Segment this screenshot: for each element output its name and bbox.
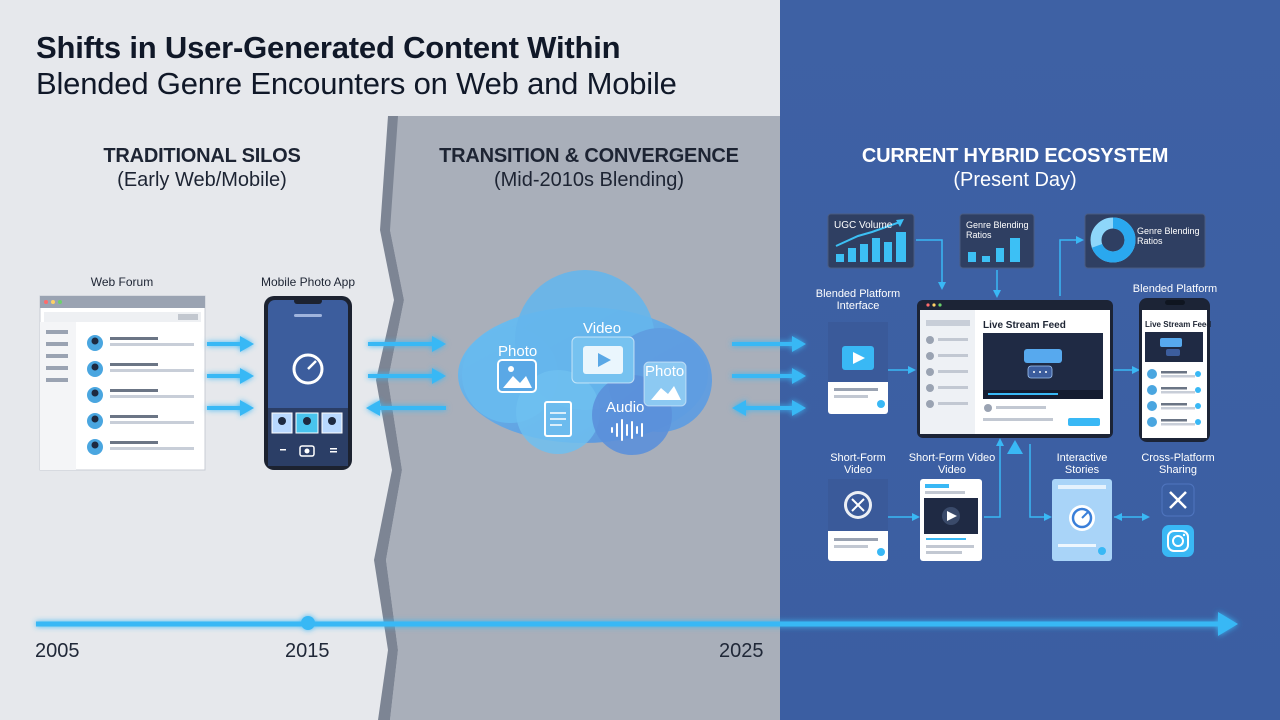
short-form-video-card-1 bbox=[828, 479, 888, 561]
phone-feed-row bbox=[1147, 417, 1201, 427]
blended-platform-label: Blended Platform bbox=[1132, 283, 1218, 295]
torn-edge bbox=[374, 116, 404, 720]
x-logo-icon bbox=[1161, 483, 1195, 517]
web-forum-label: Web Forum bbox=[90, 275, 154, 289]
forum-post-row bbox=[87, 361, 194, 377]
section-heading: TRANSITION & CONVERGENCE bbox=[439, 145, 739, 167]
title-line-1: Shifts in User-Generated Content Within bbox=[36, 30, 621, 65]
forum-post-row bbox=[87, 413, 194, 429]
timeline-year-2025: 2025 bbox=[719, 640, 764, 662]
cloud-video-label: Video bbox=[583, 320, 622, 337]
section-subheading: (Present Day) bbox=[953, 169, 1077, 191]
mobile-app-label: Mobile Photo App bbox=[260, 275, 356, 289]
forum-post-row bbox=[87, 387, 194, 403]
cloud-audio-label: Audio bbox=[606, 399, 645, 416]
content-cloud bbox=[458, 270, 712, 455]
short-form-video-card-2 bbox=[920, 479, 982, 561]
cloud-photo-left-label: Photo bbox=[498, 343, 538, 360]
timeline-riser-head bbox=[1007, 440, 1023, 454]
genre-ratios-small-label: Genre Blending Ratios bbox=[966, 220, 1029, 240]
timeline-year-2015: 2015 bbox=[285, 640, 330, 662]
ugc-volume-label: UGC Volume bbox=[834, 220, 893, 231]
play-icon bbox=[598, 353, 611, 367]
phone-live-stream-title: Live Stream Feed bbox=[1145, 320, 1212, 329]
phone-feed-row bbox=[1147, 385, 1201, 395]
flow-arrows bbox=[207, 336, 806, 416]
section-traditional-silos: TRADITIONAL SILOS (Early Web/Mobile) bbox=[22, 144, 382, 192]
forum-post-row bbox=[87, 335, 194, 351]
page-title: Shifts in User-Generated Content Within … bbox=[36, 30, 677, 102]
blended-interface-label: Blended Platform Interface bbox=[815, 288, 901, 312]
interactive-stories-card bbox=[1052, 479, 1112, 561]
mobile-photo-app bbox=[264, 296, 352, 470]
section-subheading: (Early Web/Mobile) bbox=[117, 169, 287, 191]
genre-ratios-small-chart bbox=[959, 213, 1035, 269]
interactive-stories-label: Interactive Stories bbox=[1056, 452, 1108, 476]
section-heading: TRADITIONAL SILOS bbox=[103, 145, 301, 167]
cloud-photo-right-label: Photo bbox=[645, 363, 685, 380]
camera-icon bbox=[299, 445, 315, 457]
cross-platform-label: Cross-Platform Sharing bbox=[1141, 452, 1215, 476]
forum-post-row bbox=[87, 439, 194, 455]
genre-ratios-pie-label: Genre Blending Ratios bbox=[1137, 226, 1200, 246]
phone-feed-row bbox=[1147, 369, 1201, 379]
instagram-logo-icon bbox=[1162, 525, 1194, 557]
ugc-volume-chart bbox=[827, 213, 915, 269]
short-form-video-label-1: Short-Form Video bbox=[830, 452, 886, 476]
short-form-video-label-2: Short-Form Video Video bbox=[908, 452, 996, 476]
section-heading: CURRENT HYBRID ECOSYSTEM bbox=[861, 145, 1169, 167]
blended-platform-tablet bbox=[917, 300, 1113, 438]
genre-ratios-pie-chart bbox=[1084, 213, 1206, 269]
section-subheading: (Mid-2010s Blending) bbox=[493, 169, 685, 191]
timeline-year-2005: 2005 bbox=[35, 640, 80, 662]
blended-interface-card bbox=[828, 322, 888, 414]
live-stream-feed-title: Live Stream Feed bbox=[983, 320, 1066, 331]
phone-feed-row bbox=[1147, 401, 1201, 411]
connector-arrowheads bbox=[908, 236, 1150, 521]
section-transition: TRANSITION & CONVERGENCE (Mid-2010s Blen… bbox=[409, 144, 769, 192]
title-line-2: Blended Genre Encounters on Web and Mobi… bbox=[36, 66, 677, 101]
section-hybrid: CURRENT HYBRID ECOSYSTEM (Present Day) bbox=[835, 144, 1195, 192]
web-forum-window bbox=[39, 295, 206, 471]
timeline bbox=[36, 612, 1238, 636]
